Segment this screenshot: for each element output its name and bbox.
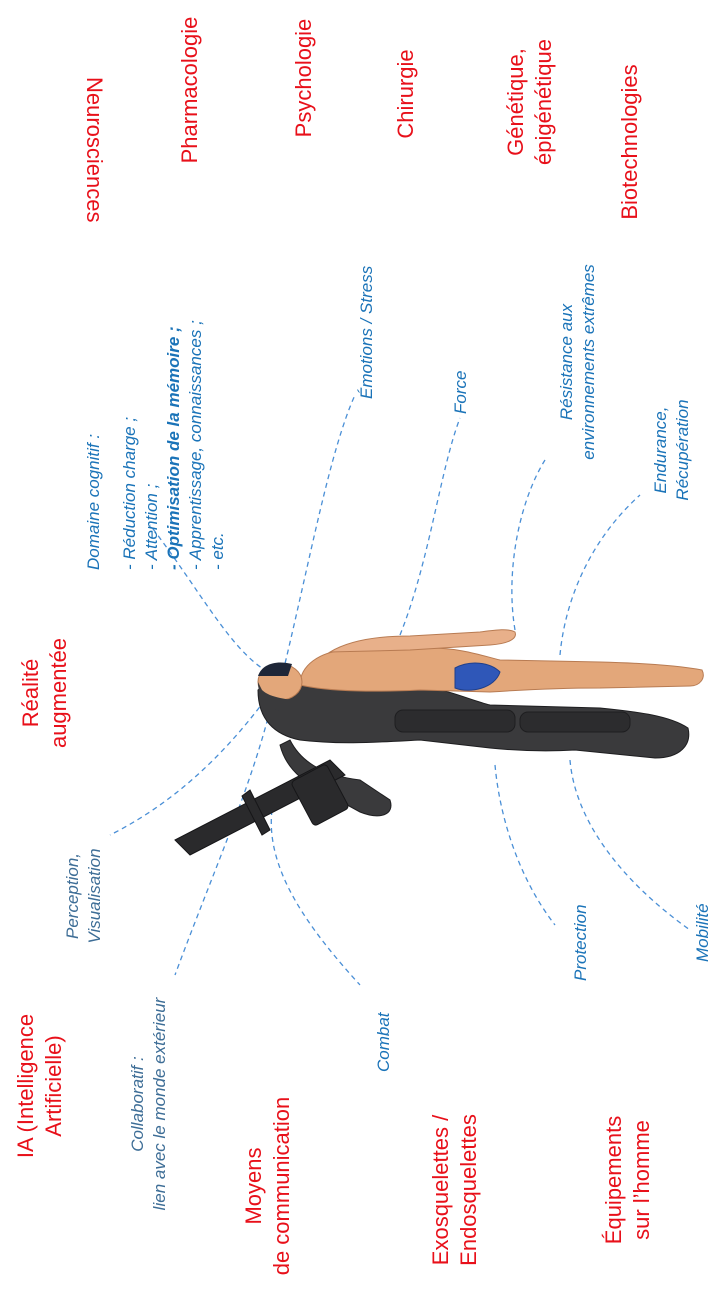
- domain-moyens-communication: Moyens de communication: [240, 1086, 296, 1286]
- endurance-line-1: Endurance,: [651, 406, 670, 494]
- cognitif-title: Domaine cognitif :: [84, 433, 103, 570]
- domain-exo-line-2: Endosquelettes: [456, 1114, 481, 1266]
- perception-line-1: Perception,: [63, 853, 82, 939]
- domain-psychologie: Psychologie: [291, 18, 316, 138]
- connector-resistance: [511, 459, 546, 631]
- cognitif-item-3: - Optimisation de la mémoire ;: [164, 326, 183, 570]
- connector-force: [399, 417, 461, 636]
- connector-combat: [270, 809, 361, 986]
- connector-protection: [494, 764, 556, 926]
- capacity-protection: Protection: [571, 904, 590, 981]
- domain-genetique: Génétique, épigénétique: [502, 22, 558, 182]
- domain-equip-line-1: Équipements: [601, 1115, 626, 1245]
- domain-exo-line-1: Exosquelettes /: [428, 1114, 453, 1266]
- capacity-collaboratif: Collaboratif : lien avec le monde extéri…: [127, 984, 171, 1224]
- domain-pharmacologie: Pharmacologie: [177, 16, 202, 164]
- capacity-force: Force: [451, 370, 470, 414]
- capacity-emotions: Émotions / Stress: [357, 265, 376, 399]
- domain-realite-augmentee: Réalité augmentée: [17, 623, 73, 763]
- rifle: [174, 759, 349, 856]
- domain-exosquelettes: Exosquelettes / Endosquelettes: [427, 1095, 483, 1285]
- connector-mobilite: [569, 759, 691, 931]
- cognitif-item-5: - etc.: [208, 532, 227, 570]
- domain-moyens-line-2: de communication: [269, 1096, 294, 1276]
- human-half: [257, 629, 704, 712]
- capacity-cognitif: Domaine cognitif : - Réduction charge ; …: [83, 240, 237, 570]
- figure-icon: [174, 629, 704, 856]
- domain-genetique-line-2: épigénétique: [531, 39, 556, 166]
- domain-moyens-line-1: Moyens: [241, 1147, 266, 1225]
- domain-realite-line-1: Réalité: [18, 658, 43, 728]
- domain-neurosciences: Neurosciences: [82, 77, 107, 223]
- endurance-line-2: Récupération: [673, 399, 692, 501]
- domain-biotechnologies: Biotechnologies: [617, 64, 642, 220]
- domain-chirurgie: Chirurgie: [393, 49, 418, 139]
- domain-ia-line-1: IA (Intelligence: [13, 1013, 38, 1159]
- capacity-resistance: Résistance aux environnements extrêmes: [556, 252, 600, 472]
- armor-half: [257, 679, 690, 817]
- connector-collaboratif: [174, 709, 271, 976]
- resistance-line-1: Résistance aux: [557, 303, 576, 421]
- resistance-line-2: environnements extrêmes: [579, 264, 598, 460]
- cognitif-item-4: - Apprentissage, connaissances ;: [186, 320, 205, 570]
- capacity-endurance: Endurance, Récupération: [650, 390, 694, 510]
- capacity-perception: Perception, Visualisation: [62, 836, 106, 956]
- capacity-combat: Combat: [374, 1012, 393, 1072]
- cognitif-item-1: - Réduction charge ;: [120, 416, 139, 570]
- domain-ia-line-2: Artificielle): [41, 1035, 66, 1137]
- domain-ia: IA (Intelligence Artificielle): [12, 996, 68, 1176]
- cognitif-item-2: - Attention ;: [142, 483, 161, 570]
- perception-line-2: Visualisation: [85, 848, 104, 944]
- domain-genetique-line-1: Génétique,: [503, 48, 528, 156]
- connector-emotions: [282, 394, 356, 673]
- domain-realite-line-2: augmentée: [46, 637, 71, 749]
- connector-perception: [109, 699, 266, 836]
- connector-endurance: [559, 494, 641, 656]
- collaboratif-line-1: Collaboratif :: [128, 1056, 147, 1152]
- collaboratif-line-2: lien avec le monde extérieur: [150, 997, 169, 1211]
- domain-equipements: Équipements sur l’homme: [600, 1095, 656, 1265]
- domain-equip-line-2: sur l’homme: [629, 1120, 654, 1240]
- capacity-mobilite: Mobilité: [693, 903, 712, 962]
